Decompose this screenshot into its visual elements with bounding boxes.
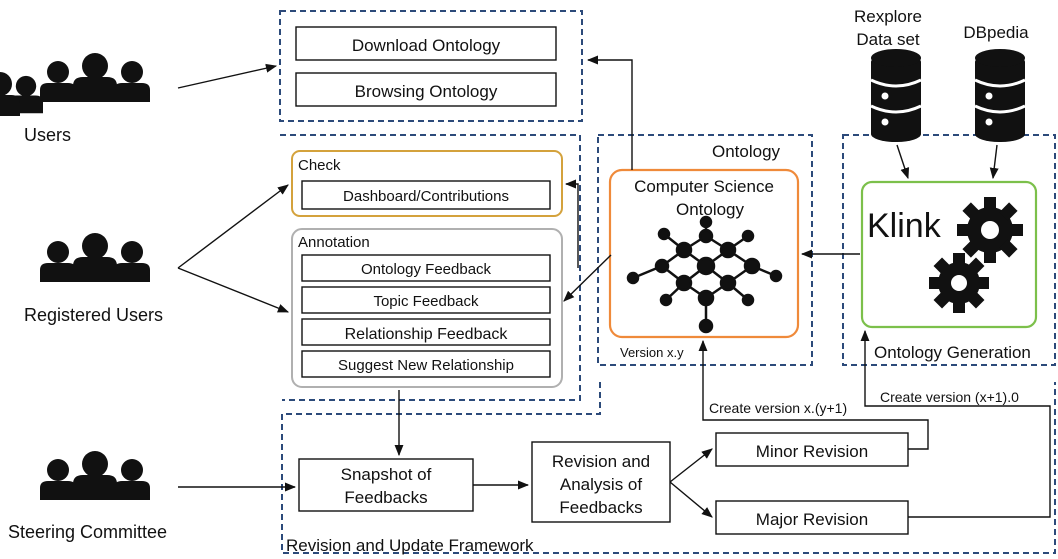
steering-committee-icon: [40, 451, 150, 500]
browsing-ontology-box: [295, 72, 557, 107]
topic-feedback-label: Topic Feedback: [373, 293, 479, 310]
klink-label: Klink: [867, 207, 942, 245]
framework-label: Revision and Update Framework: [286, 536, 534, 555]
rexplore-label-2: Data set: [856, 30, 920, 49]
access-panel: [279, 10, 583, 122]
analysis-label-1: Revision and: [552, 452, 650, 471]
dashboard-contributions-label: Dashboard/Contributions: [343, 188, 509, 205]
generation-panel: [842, 134, 1056, 366]
dashboard-contributions-box: [301, 180, 551, 210]
ontology-panel: [597, 134, 813, 366]
version-label: Version x.y: [620, 345, 684, 360]
download-ontology-label: Download Ontology: [352, 36, 501, 55]
users-group-icon: [0, 72, 43, 116]
cs-ontology-title-2: Ontology: [676, 200, 745, 219]
ontology-feedback-box: [301, 254, 551, 282]
analysis-box: [531, 441, 671, 523]
annotation-title: Annotation: [298, 234, 370, 251]
topic-feedback-box: [301, 286, 551, 314]
major-revision-box: [715, 500, 909, 535]
rexplore-label-1: Rexplore: [854, 7, 922, 26]
ontology-generation-label: Ontology Generation: [874, 343, 1031, 362]
analysis-label-3: Feedbacks: [559, 498, 642, 517]
create-major-label: Create version (x+1).0: [880, 389, 1019, 405]
browsing-ontology-label: Browsing Ontology: [355, 82, 498, 101]
dbpedia-database-icon: [973, 47, 1027, 144]
rexplore-database-icon: [869, 47, 923, 144]
users-label: Users: [24, 125, 71, 145]
suggest-relationship-box: [301, 350, 551, 378]
connector-arrows: [177, 55, 1051, 518]
check-title: Check: [298, 157, 341, 174]
users-icon: [40, 53, 150, 102]
analysis-label-2: Analysis of: [560, 475, 642, 494]
registered-users-label: Registered Users: [24, 305, 163, 325]
steering-committee-label: Steering Committee: [8, 522, 167, 542]
registered-users-icon: [40, 233, 150, 282]
snapshot-label-1: Snapshot of: [341, 465, 432, 484]
revision-panel: [281, 382, 1056, 554]
ontology-panel-title: Ontology: [712, 142, 781, 161]
cs-ontology-title-1: Computer Science: [634, 177, 774, 196]
dbpedia-label: DBpedia: [963, 23, 1029, 42]
minor-revision-label: Minor Revision: [756, 442, 868, 461]
major-revision-label: Major Revision: [756, 510, 868, 529]
snapshot-label-2: Feedbacks: [344, 488, 427, 507]
gears-icon: [929, 197, 1023, 313]
relationship-feedback-label: Relationship Feedback: [345, 326, 509, 343]
ontology-feedback-label: Ontology Feedback: [361, 261, 492, 278]
contribution-panel: [280, 134, 581, 401]
download-ontology-box: [295, 26, 557, 61]
relationship-feedback-box: [301, 318, 551, 346]
create-minor-label: Create version x.(y+1): [709, 400, 847, 416]
suggest-relationship-label: Suggest New Relationship: [338, 357, 514, 374]
network-graph-icon: [626, 215, 783, 334]
